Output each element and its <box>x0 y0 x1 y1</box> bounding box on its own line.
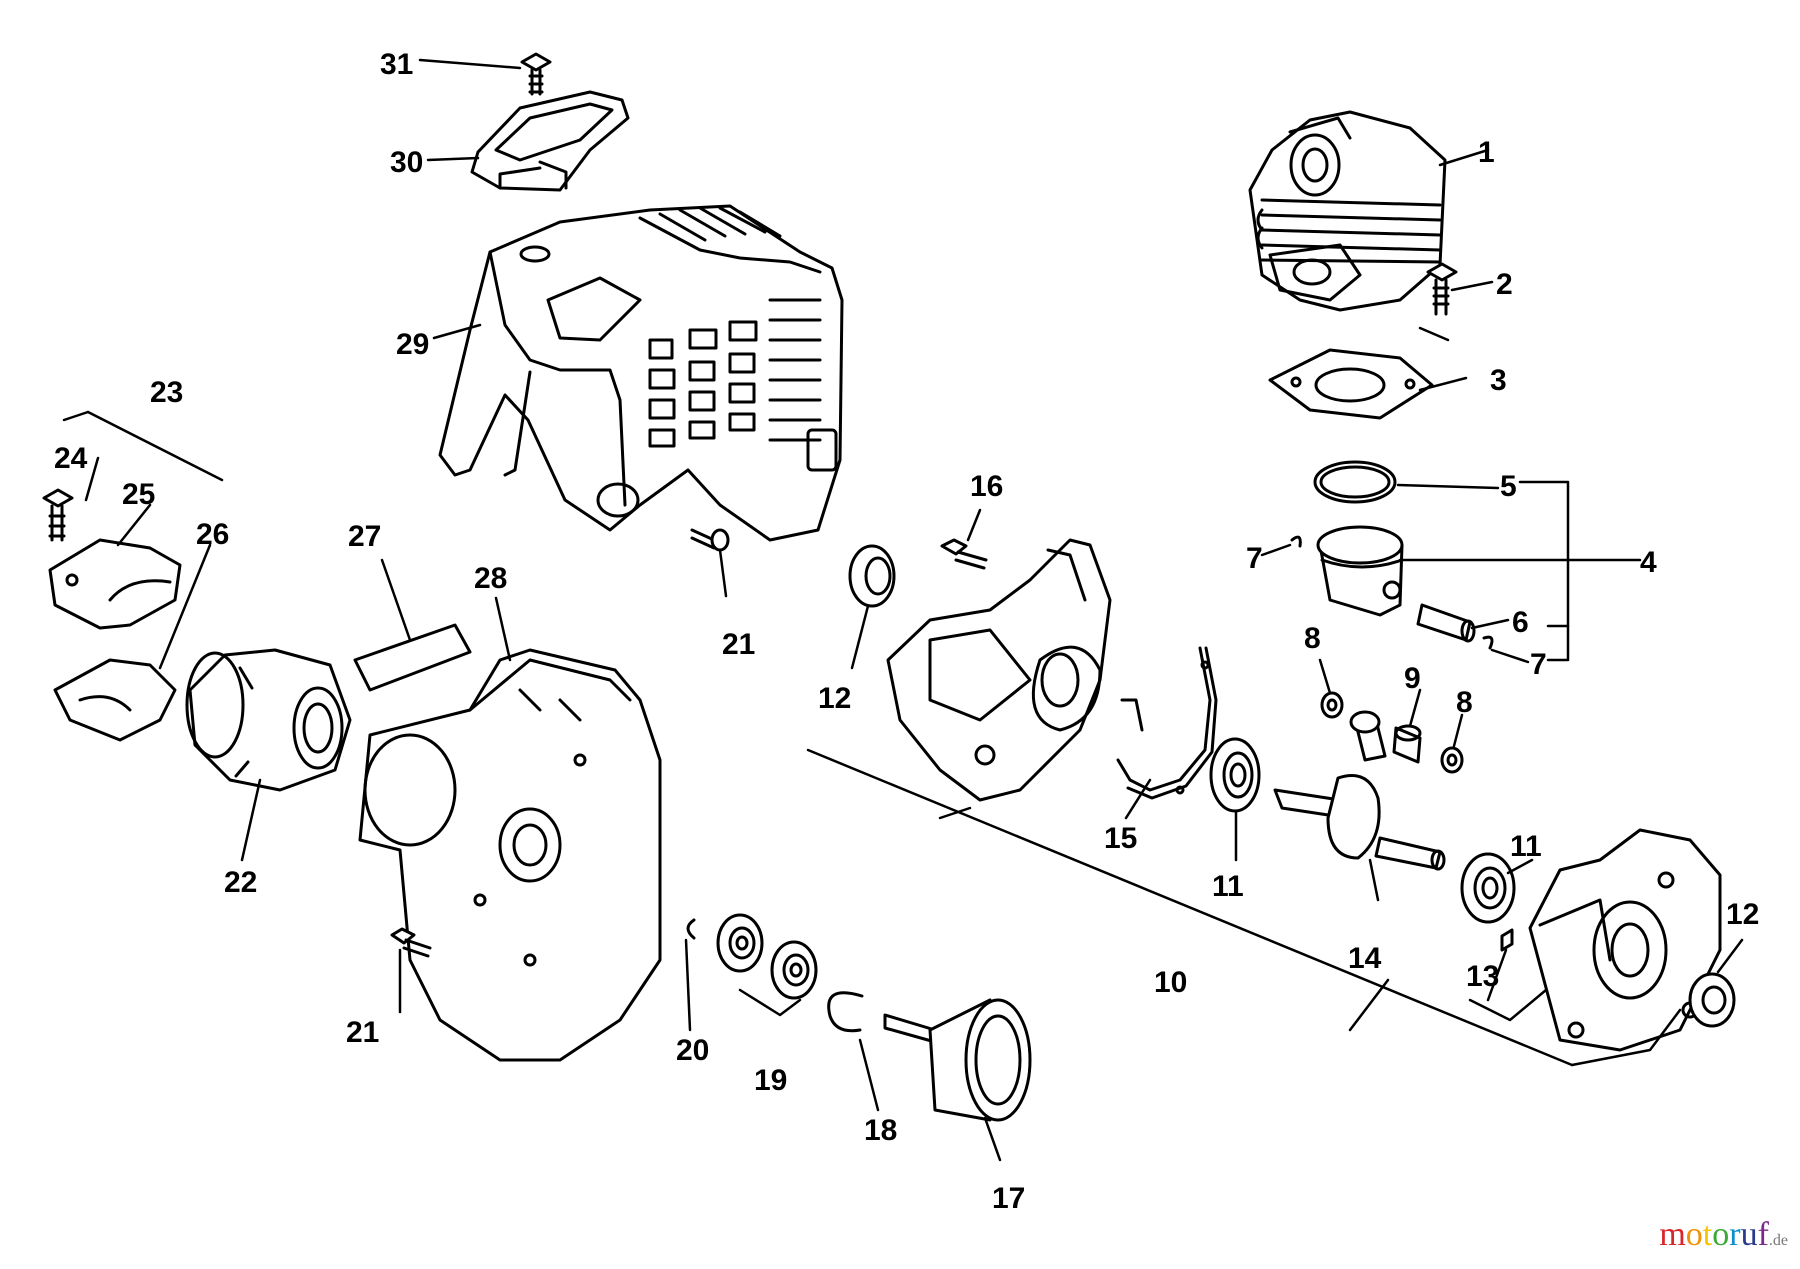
part-handle-cap-30 <box>470 90 630 192</box>
part-bolt-2 <box>1426 262 1458 316</box>
part-screw-21-lower <box>390 927 432 958</box>
label-9: 9 <box>1404 662 1421 695</box>
callout-labels: 1 2 3 4 5 6 7 7 8 8 9 10 11 11 12 12 13 … <box>54 48 1759 1215</box>
watermark-logo: motoruf.de <box>1659 1216 1788 1254</box>
part-gasket-3 <box>1268 348 1434 420</box>
part-bearing-11-right <box>1460 852 1516 924</box>
watermark-domain: .de <box>1768 1232 1788 1249</box>
watermark-letter: o <box>1712 1216 1730 1253</box>
label-31: 31 <box>380 48 413 81</box>
part-oil-seal-12-right <box>1688 972 1736 1028</box>
part-crankshaft-14 <box>1273 710 1446 871</box>
label-15: 15 <box>1104 822 1137 855</box>
part-piston-ring-5 <box>1313 460 1397 504</box>
part-engine-cover-29 <box>438 204 844 542</box>
part-crankcase-right <box>1528 828 1722 1052</box>
watermark-letter: m <box>1659 1216 1686 1253</box>
part-snap-ring-20 <box>686 918 696 940</box>
part-circlip-18 <box>827 991 864 1033</box>
watermark-brand: motoruf <box>1659 1216 1769 1253</box>
label-17: 17 <box>992 1182 1025 1215</box>
part-rubber-mount-22 <box>185 648 352 792</box>
part-clutch-drum-17 <box>883 998 1032 1122</box>
label-22: 22 <box>224 866 257 899</box>
part-bolt-24 <box>42 488 74 542</box>
part-crankcase-left <box>886 538 1112 802</box>
label-11b: 11 <box>1510 830 1542 863</box>
part-washer-8a <box>1320 691 1344 719</box>
label-6: 6 <box>1512 606 1529 639</box>
part-crankcase-gasket-15 <box>1116 646 1218 800</box>
label-11a: 11 <box>1212 870 1244 903</box>
label-21b: 21 <box>346 1016 379 1049</box>
part-clip-7a <box>1290 535 1302 548</box>
watermark-letter: r <box>1729 1216 1741 1253</box>
label-13: 13 <box>1466 960 1499 993</box>
part-clamp-lower-26 <box>53 658 177 742</box>
part-piston-pin-6 <box>1416 603 1476 643</box>
label-5: 5 <box>1500 470 1517 503</box>
part-piston-4 <box>1316 525 1404 617</box>
label-25: 25 <box>122 478 155 511</box>
label-23: 23 <box>150 376 183 409</box>
label-8a: 8 <box>1304 622 1321 655</box>
watermark-letter: u <box>1740 1216 1758 1253</box>
label-10: 10 <box>1154 966 1187 999</box>
part-bearing-19b <box>770 940 818 1000</box>
leader-lines <box>62 58 1744 1162</box>
label-12a: 12 <box>818 682 851 715</box>
label-7a: 7 <box>1246 542 1263 575</box>
part-needle-bearing-9 <box>1392 724 1422 764</box>
label-21a: 21 <box>722 628 755 661</box>
part-decal-27 <box>353 623 472 692</box>
label-30: 30 <box>390 146 423 179</box>
label-1: 1 <box>1478 136 1495 169</box>
label-29: 29 <box>396 328 429 361</box>
part-screw-16 <box>940 538 988 570</box>
label-3: 3 <box>1490 364 1507 397</box>
part-cylinder-1 <box>1248 110 1447 312</box>
label-14: 14 <box>1348 942 1382 975</box>
label-19: 19 <box>754 1064 787 1097</box>
part-oil-seal-12-left <box>848 544 896 608</box>
part-fan-housing-28 <box>358 648 662 1062</box>
part-washer-8b <box>1440 746 1464 774</box>
watermark-letter: f <box>1757 1216 1769 1253</box>
part-clip-7b <box>1482 635 1494 650</box>
part-clamp-upper-25 <box>48 538 182 630</box>
label-16: 16 <box>970 470 1003 503</box>
part-dowel-pin-13 <box>1500 928 1514 952</box>
label-8b: 8 <box>1456 686 1473 719</box>
label-2: 2 <box>1496 268 1513 301</box>
label-28: 28 <box>474 562 507 595</box>
label-18: 18 <box>864 1114 897 1147</box>
part-bearing-19a <box>716 913 764 973</box>
label-27: 27 <box>348 520 381 553</box>
part-screw-21-upper <box>690 528 730 552</box>
label-7b: 7 <box>1530 648 1547 681</box>
watermark-letter: o <box>1685 1216 1703 1253</box>
label-4: 4 <box>1640 546 1657 579</box>
watermark-letter: t <box>1702 1216 1713 1253</box>
label-26: 26 <box>196 518 229 551</box>
part-bearing-11-left <box>1209 737 1261 813</box>
label-24: 24 <box>54 442 88 475</box>
part-screw-31 <box>520 52 552 96</box>
label-20: 20 <box>676 1034 709 1067</box>
label-12b: 12 <box>1726 898 1759 931</box>
